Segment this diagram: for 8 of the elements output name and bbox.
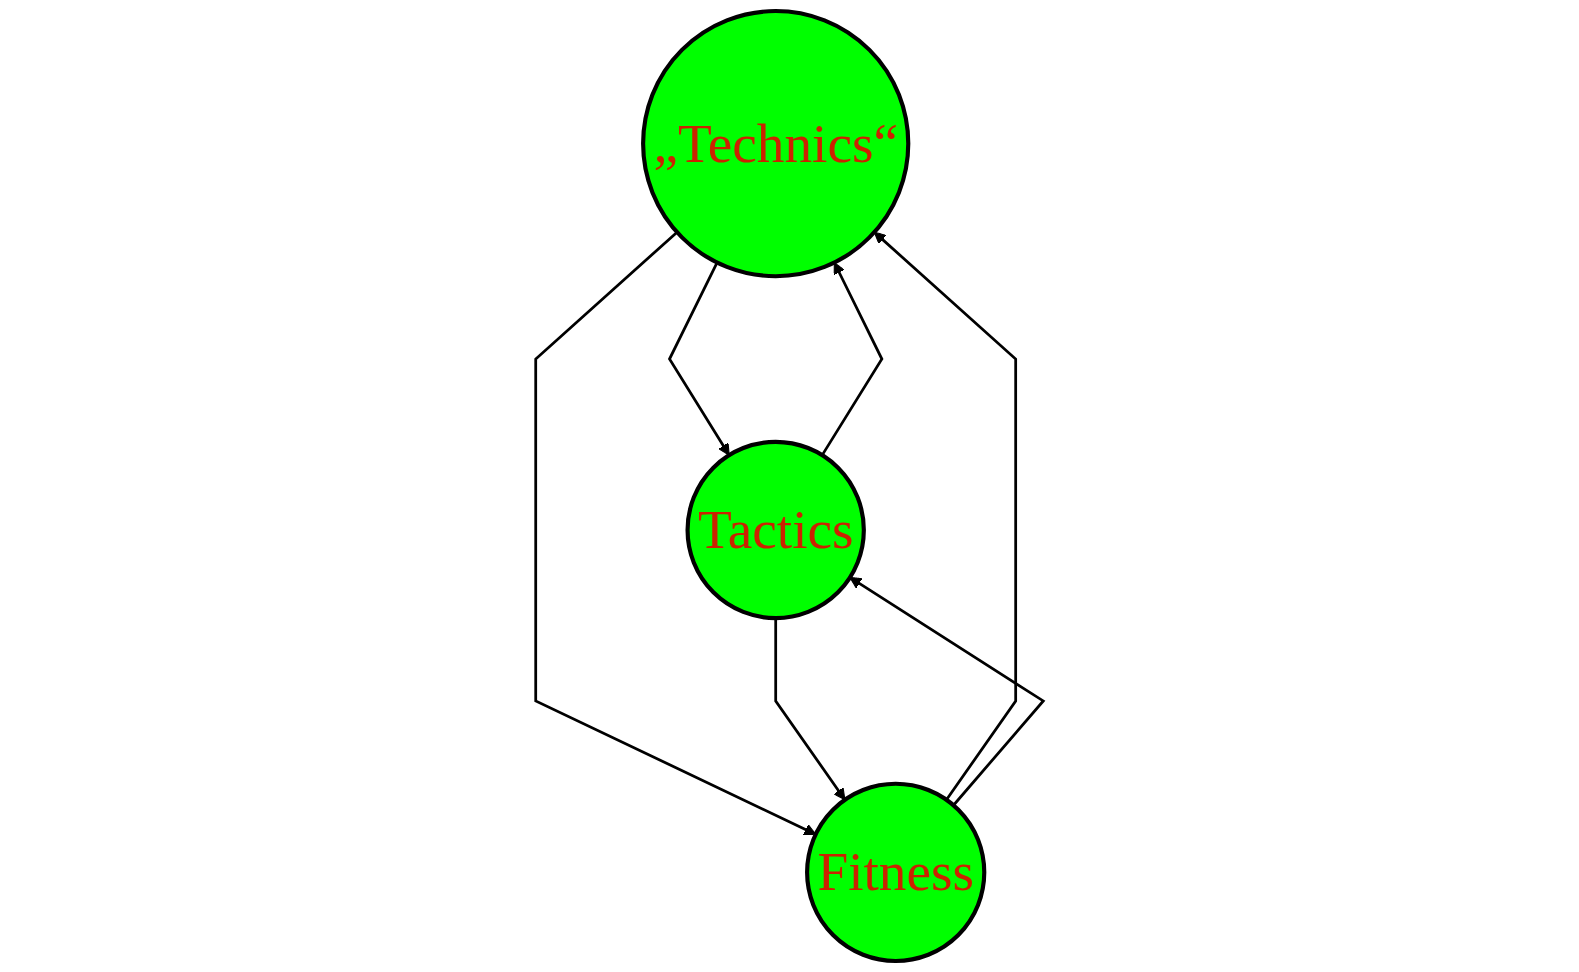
node-circle: „Technics“ (641, 8, 911, 279)
arrow (774, 618, 846, 801)
arrow (873, 231, 1018, 801)
arrow (821, 262, 884, 456)
arrow (534, 231, 817, 836)
arrow (849, 576, 1046, 807)
node-circle: Fitness (805, 781, 987, 964)
node-circle: Tactics (685, 439, 866, 621)
